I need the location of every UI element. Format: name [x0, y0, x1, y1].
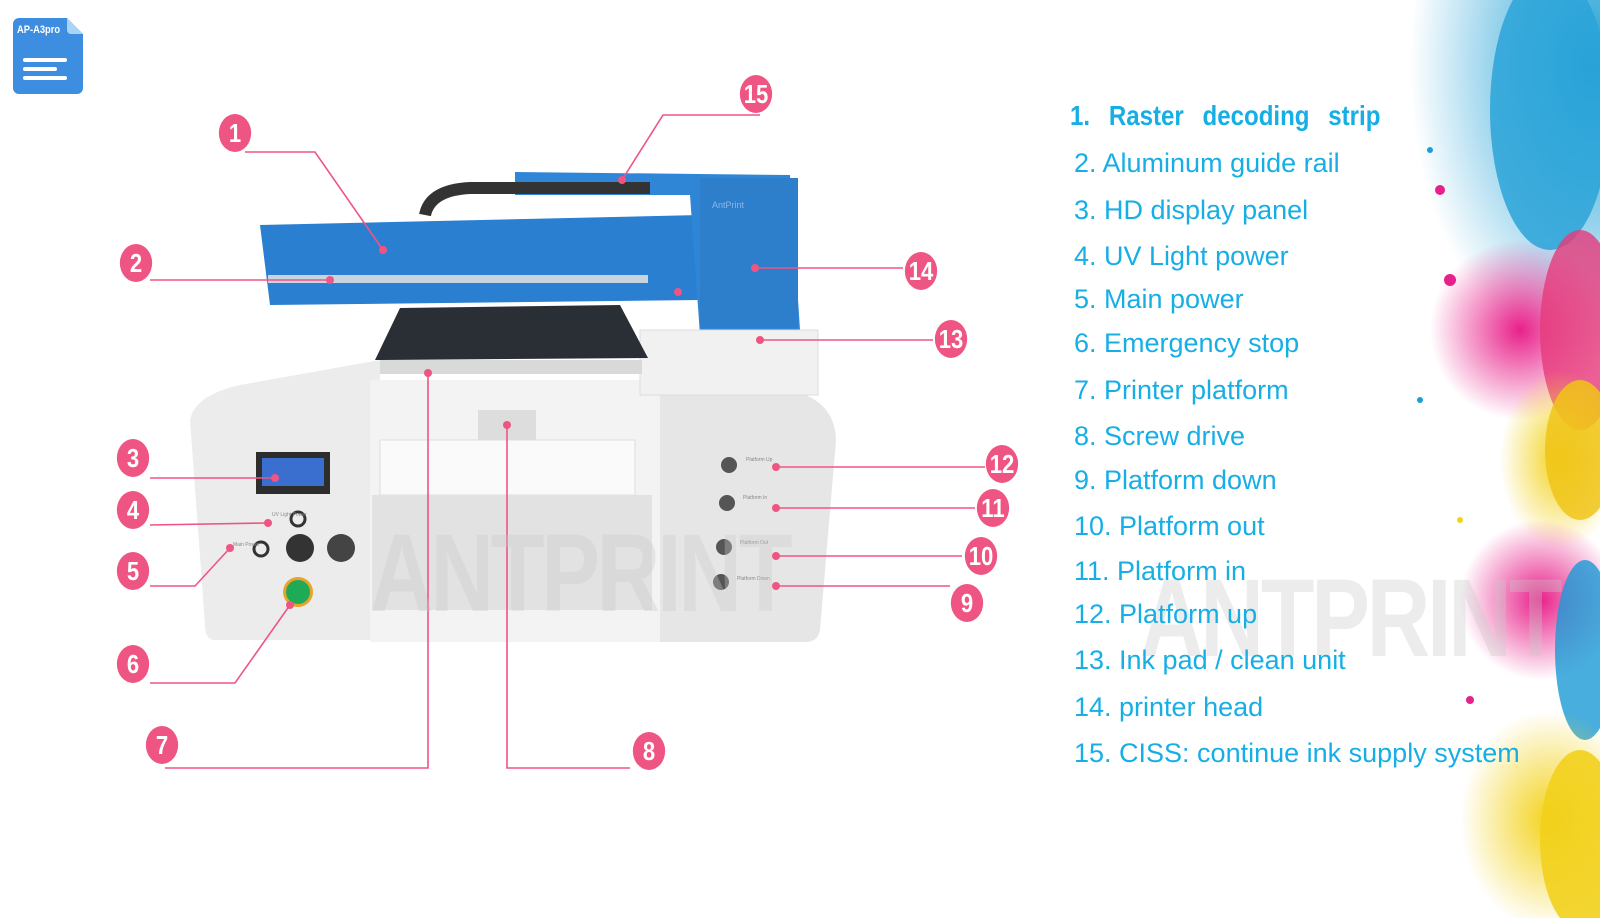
panel-label-main-power: Main Power [233, 542, 260, 548]
panel-label-platform-out: Platform Out [740, 540, 769, 546]
panel-label-platform-down: Platform Down [737, 576, 770, 582]
document-icon [13, 18, 83, 94]
callout-1: 1 [218, 114, 252, 152]
callout-2: 2 [119, 244, 153, 282]
panel-label-uv-power: UV Light Power [272, 512, 307, 518]
panel-label-platform-in: Platform In [743, 495, 767, 501]
callout-15: 15 [739, 75, 773, 113]
legend-item: 6. Emergency stop [1074, 328, 1300, 358]
legend-item: 7. Printer platform [1074, 375, 1289, 405]
panel-label-platform-up: Platform Up [746, 457, 773, 463]
callout-12: 12 [985, 445, 1019, 483]
legend-item: 15. CISS: continue ink supply system [1074, 738, 1520, 768]
legend-item: 12. Platform up [1074, 599, 1258, 629]
logo-label: AP-A3pro [17, 24, 61, 36]
callout-10: 10 [964, 537, 998, 575]
legend-item: 14. printer head [1074, 692, 1264, 722]
legend-item: 4. UV Light power [1074, 241, 1289, 271]
legend-item: 13. Ink pad / clean unit [1074, 645, 1346, 675]
callout-3: 3 [116, 439, 150, 477]
legend-item: 9. Platform down [1074, 465, 1277, 495]
callout-11: 11 [976, 489, 1010, 527]
callout-13: 13 [934, 320, 968, 358]
callout-4: 4 [116, 491, 150, 529]
watermark-right: ANTPRINT [1140, 557, 1562, 680]
printer-brand: AntPrint [712, 200, 745, 210]
printer-diagram: Platform Up Platform In Platform Out Pla… [116, 75, 1019, 770]
callout-6: 6 [116, 645, 150, 683]
legend-item: 10. Platform out [1074, 511, 1265, 541]
leader-lines [149, 114, 985, 769]
legend-item: 2. Aluminum guide rail [1074, 148, 1340, 178]
callout-9: 9 [950, 584, 984, 622]
legend-item: 8. Screw drive [1074, 421, 1246, 451]
callout-5: 5 [116, 552, 150, 590]
watermark: ANTPRINT [370, 512, 792, 635]
ink-splash-decoration [1410, 0, 1600, 918]
callout-8: 8 [632, 732, 666, 770]
legend-item: 5. Main power [1074, 284, 1244, 314]
callout-14: 14 [904, 252, 938, 290]
legend-item: 11. Platform in [1074, 556, 1247, 586]
callout-7: 7 [145, 726, 179, 764]
product-logo: AP-A3pro [13, 18, 83, 95]
printer-illustration: Platform Up Platform In Platform Out Pla… [149, 114, 985, 769]
legend-item: 1. Raster decoding strip [1070, 100, 1381, 131]
legend-item: 3. HD display panel [1074, 195, 1309, 225]
